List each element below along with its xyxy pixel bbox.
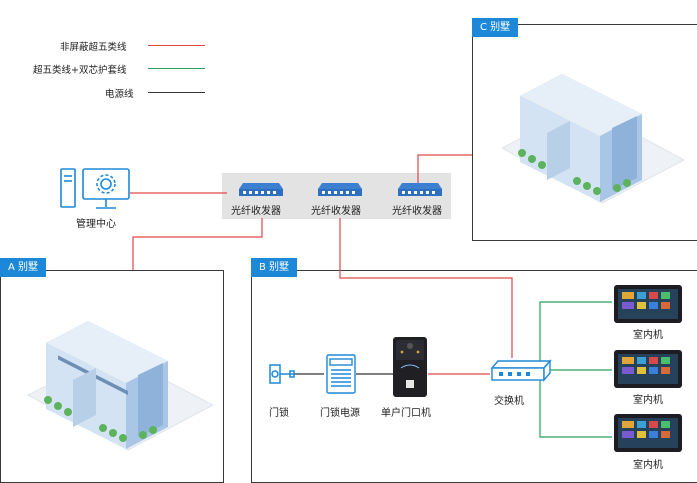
indoor-unit-icon-2 (614, 350, 682, 388)
computer-icon (60, 168, 130, 209)
cable-transceiver-to-villa-a (132, 218, 263, 270)
legend-utp-line (148, 45, 205, 46)
utp-cables (130, 154, 513, 375)
villa-a-building-image (26, 321, 215, 451)
indoor-unit-icon-1 (614, 285, 682, 323)
transceiver-icon-2 (318, 183, 362, 196)
cable-switch-to-indoor-1 (539, 301, 612, 368)
cable-switch-to-indoor-3 (539, 378, 612, 438)
villa-c-building-image (500, 74, 686, 204)
villa-c-tag: C 别墅 (472, 18, 519, 37)
villa-b-tag: B 别墅 (251, 258, 298, 277)
legend-combo-line (148, 68, 205, 69)
door-lock-label: 门锁 (269, 408, 289, 419)
transceiver-label-2: 光纤收发器 (311, 206, 361, 217)
indoor-unit-icon-3 (614, 414, 682, 452)
lock-power-label: 门锁电源 (320, 408, 360, 419)
transceiver-icon-3 (398, 183, 442, 196)
transceiver-label-1: 光纤收发器 (231, 206, 281, 217)
villa-a-tag: A 别墅 (0, 258, 47, 277)
lock-power-icon (326, 354, 356, 394)
door-station-label: 单户门口机 (381, 408, 431, 419)
legend-utp-label: 非屏蔽超五类线 (60, 42, 127, 53)
legend-power-label: 电源线 (105, 89, 134, 100)
transceiver-label-3: 光纤收发器 (392, 206, 442, 217)
transceiver-icon-1 (239, 183, 283, 196)
legend-combo-label: 超五类线+双芯护套线 (33, 65, 127, 76)
indoor-unit-label-1: 室内机 (633, 330, 663, 341)
legend-power-line (148, 92, 205, 93)
power-combo-cables (539, 301, 612, 438)
cable-transceiver-to-villa-c (417, 154, 472, 185)
cable-transceiver-to-villa-b (339, 218, 513, 358)
villa-c-frame (472, 24, 697, 241)
management-label: 管理中心 (76, 219, 116, 230)
door-lock-icon (269, 364, 295, 384)
door-station-icon (393, 337, 427, 397)
switch-label: 交换机 (494, 396, 524, 407)
indoor-unit-label-2: 室内机 (633, 395, 663, 406)
switch-icon (490, 359, 552, 382)
indoor-unit-label-3: 室内机 (633, 460, 663, 471)
